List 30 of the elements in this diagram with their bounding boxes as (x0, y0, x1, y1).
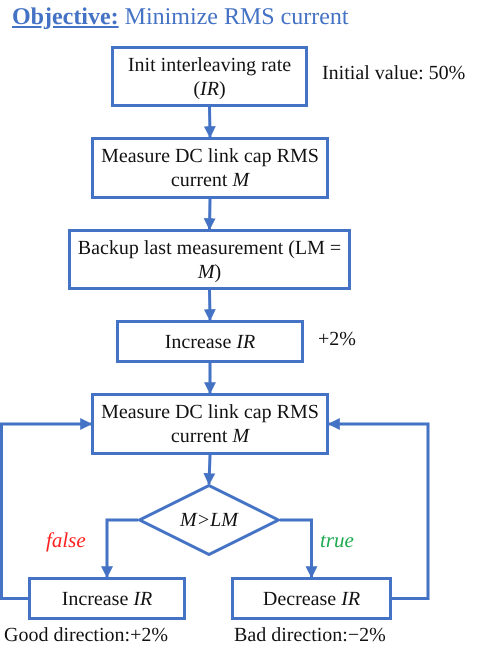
arrow (203, 454, 216, 486)
node-text: Backup last measurement (LM = M) (76, 236, 342, 284)
note-text: Initial value: 50% (322, 62, 466, 85)
arrow (328, 418, 430, 600)
process-box (111, 46, 308, 107)
process-box (68, 229, 351, 290)
arrow (0, 418, 92, 600)
process-box (116, 320, 304, 363)
arrow (280, 518, 318, 578)
note-text: +2% (318, 328, 356, 351)
arrow (204, 106, 216, 138)
heading: Objective: Minimize RMS current (12, 4, 349, 31)
decision-diamond (138, 484, 280, 556)
process-box (28, 577, 186, 620)
process-box (231, 577, 392, 620)
arrow (204, 290, 216, 322)
arrow (101, 518, 138, 578)
node-text: Decrease IR (262, 586, 360, 610)
node-text: M>LM (180, 508, 238, 532)
node-text: Init interleaving rate (IR) (126, 52, 292, 100)
node-text: Measure DC link cap RMS current M (100, 144, 320, 192)
node-text: Increase IR (164, 330, 256, 354)
process-box (91, 137, 329, 199)
arrow (204, 363, 216, 394)
arrow (204, 198, 216, 230)
process-box (91, 393, 329, 455)
node-text: Increase IR (62, 586, 152, 610)
node-text: Measure DC link cap RMS current M (100, 400, 320, 448)
note-text: Bad direction:−2% (234, 624, 386, 647)
note-text: Good direction:+2% (4, 624, 168, 647)
